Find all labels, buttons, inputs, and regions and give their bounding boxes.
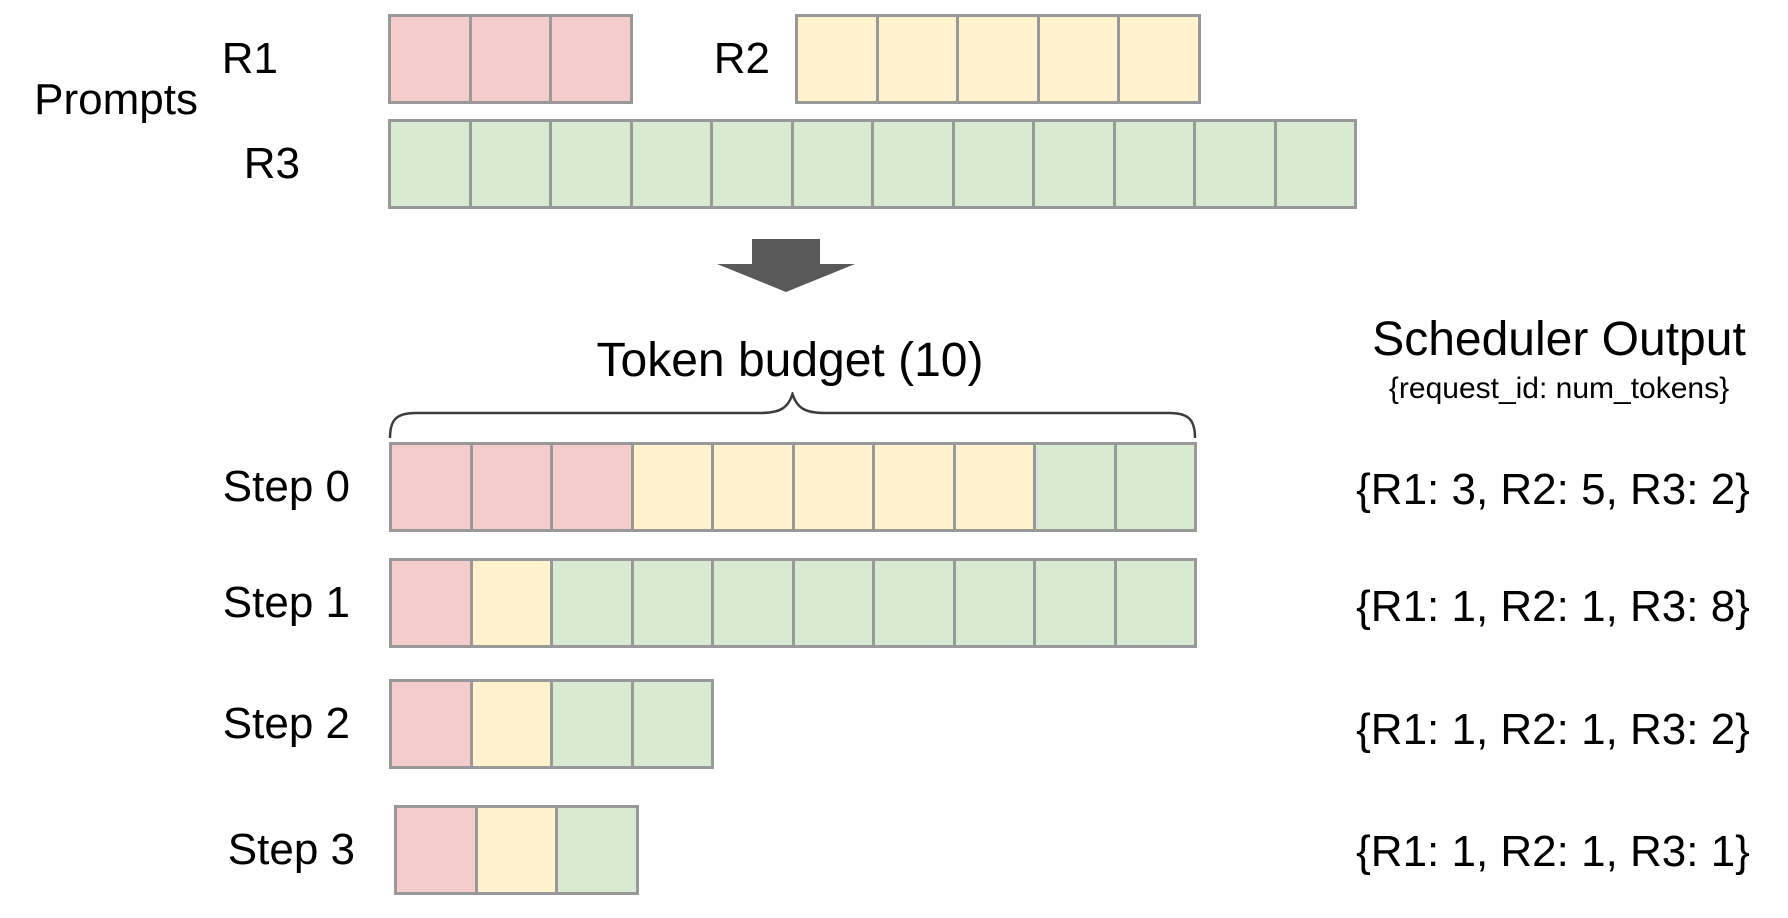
scheduler-output-step-1: {R1: 1, R2: 1, R3: 8} [1356,582,1750,631]
token-cell-r2 [875,14,959,104]
step-row-3 [394,805,639,895]
token-cell-r1 [468,14,552,104]
token-cell-r3 [1273,119,1357,209]
token-cell-r3 [630,679,714,769]
token-cell-r3 [550,558,634,648]
scheduler-output-step-3: {R1: 1, R2: 1, R3: 1} [1356,827,1750,876]
step-row-0 [389,442,1197,532]
token-cell-r1 [550,442,634,532]
token-cell-r2 [791,442,875,532]
token-cell-r1 [394,805,478,895]
step-label-0: Step 0 [222,462,350,511]
step-label-2: Step 2 [222,699,350,748]
step-label-3: Step 3 [227,825,355,874]
prompt-row-r2 [795,14,1201,104]
token-cell-r3 [791,558,875,648]
token-cell-r3 [555,805,639,895]
prompt-row-r3 [388,119,1357,209]
token-cell-r2 [956,14,1040,104]
token-cell-r3 [549,119,633,209]
token-cell-r2 [795,14,879,104]
token-cell-r3 [1033,558,1117,648]
token-cell-r3 [550,679,634,769]
token-cell-r1 [549,14,633,104]
token-cell-r3 [790,119,874,209]
step-row-2 [389,679,714,769]
token-cell-r3 [711,558,795,648]
step-label-1: Step 1 [222,578,350,627]
token-cell-r3 [1193,119,1277,209]
token-cell-r2 [469,558,553,648]
request-label-r3: R3 [243,139,300,188]
token-cell-r3 [952,558,1036,648]
token-cell-r3 [871,119,955,209]
token-cell-r1 [388,14,472,104]
token-budget-title: Token budget (10) [596,334,984,387]
token-cell-r1 [389,558,473,648]
token-cell-r3 [1033,442,1117,532]
request-label-r1: R1 [221,34,278,83]
prompt-row-r1 [388,14,633,104]
token-cell-r2 [1036,14,1120,104]
token-cell-r3 [1113,558,1197,648]
scheduler-output-subtitle: {request_id: num_tokens} [1388,372,1730,405]
down-arrow-icon [717,239,855,292]
token-cell-r1 [389,679,473,769]
token-cell-r3 [710,119,794,209]
step-row-1 [389,558,1197,648]
token-cell-r2 [1117,14,1201,104]
token-budget-brace-icon [388,392,1197,438]
token-cell-r3 [388,119,472,209]
token-cell-r1 [389,442,473,532]
token-cell-r2 [711,442,795,532]
token-cell-r3 [468,119,552,209]
token-cell-r2 [469,679,553,769]
token-cell-r2 [474,805,558,895]
token-cell-r1 [469,442,553,532]
token-cell-r3 [630,558,714,648]
token-cell-r3 [1113,442,1197,532]
token-cell-r3 [1112,119,1196,209]
token-cell-r2 [952,442,1036,532]
token-cell-r3 [629,119,713,209]
scheduler-output-step-0: {R1: 3, R2: 5, R3: 2} [1356,465,1750,514]
scheduler-output-step-2: {R1: 1, R2: 1, R3: 2} [1356,705,1750,754]
scheduler-output-title: Scheduler Output [1372,313,1746,366]
token-cell-r2 [630,442,714,532]
token-cell-r3 [951,119,1035,209]
token-cell-r3 [1032,119,1116,209]
prompts-section-label: Prompts [34,75,198,124]
request-label-r2: R2 [713,34,770,83]
token-cell-r2 [872,442,956,532]
token-cell-r3 [872,558,956,648]
